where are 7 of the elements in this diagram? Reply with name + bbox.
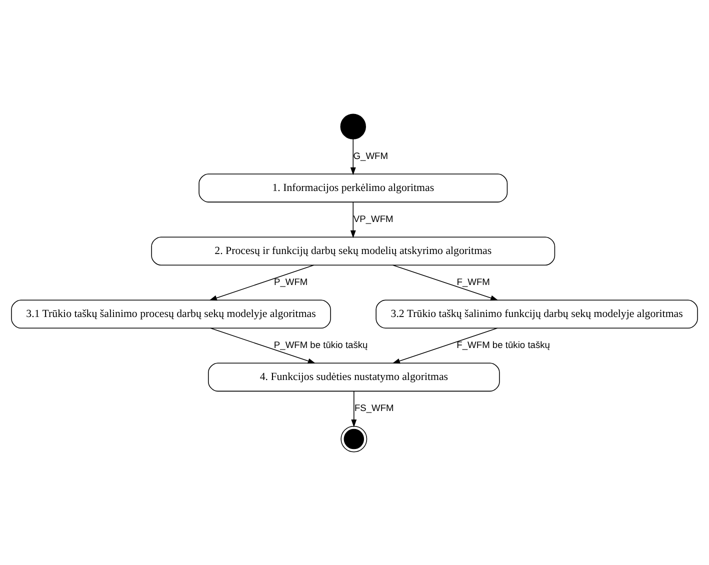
edge-label: VP_WFM bbox=[353, 213, 394, 224]
edge-label: F_WFM bbox=[456, 276, 490, 287]
edge-label: P_WFM be tūkio taškų bbox=[274, 340, 368, 350]
edge-label: P_WFM bbox=[274, 276, 308, 287]
edge-label: F_WFM be tūkio taškų bbox=[456, 340, 550, 350]
edge-label: G_WFM bbox=[353, 150, 388, 160]
edge-label: FS_WFM bbox=[354, 402, 394, 413]
